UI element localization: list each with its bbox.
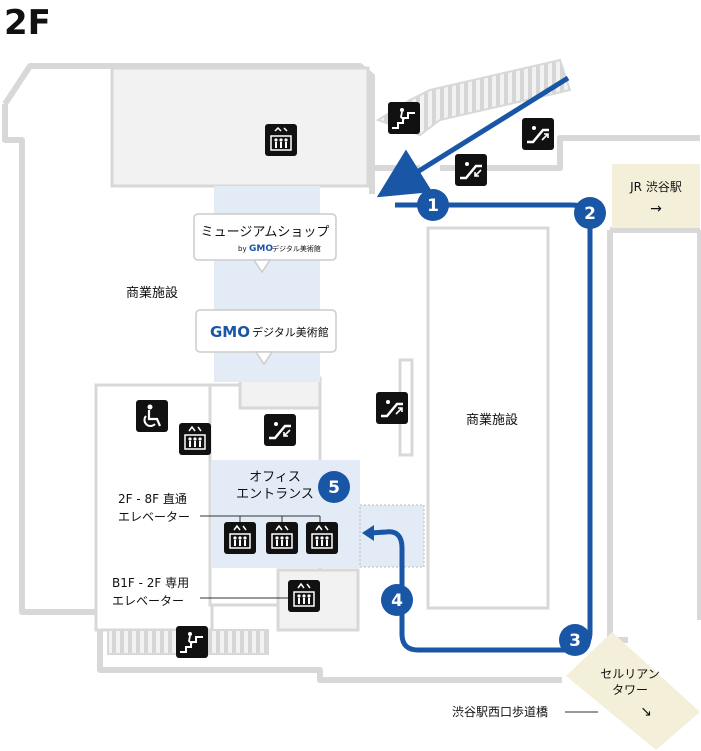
route-end-arrow <box>362 525 374 541</box>
route-step-2-number: 2 <box>584 204 596 224</box>
direct-elevator-label-1: 2F - 8F 直通 <box>118 492 187 506</box>
west-bridge-label: 渋谷駅西口歩道橋 <box>452 704 548 719</box>
elevator-icon <box>179 423 211 455</box>
route-step-4-number: 4 <box>391 591 403 611</box>
commercial-block-right <box>426 226 550 610</box>
route-step-5-number: 5 <box>328 478 340 498</box>
gmo-brand: GMO <box>210 323 250 341</box>
elevator-icon <box>288 580 320 612</box>
elevator-icon <box>224 522 256 554</box>
escalator-up-icon <box>376 392 408 424</box>
stairs-icon <box>176 626 208 658</box>
jr-arrow-icon: → <box>650 201 662 217</box>
b1f-elevator-label-1: B1F - 2F 専用 <box>112 576 189 590</box>
escalator-up-icon <box>522 118 554 150</box>
route-step-5: 5 <box>318 471 350 503</box>
route-step-1-number: 1 <box>427 196 439 216</box>
route-step-3-number: 3 <box>569 631 581 651</box>
gmo-museum-sign: GMO デジタル美術館 <box>195 309 337 366</box>
route-step-2: 2 <box>574 197 606 229</box>
escalator-down-icon <box>455 154 487 186</box>
museum-shop-brand: GMO <box>249 244 273 254</box>
direct-elevator-label-2: エレベーター <box>118 510 190 524</box>
elevator-icon <box>266 522 298 554</box>
b1f-elevator-label-2: エレベーター <box>112 594 184 608</box>
commercial-right-label: 商業施設 <box>466 412 518 428</box>
floor-title: 2F <box>4 3 51 43</box>
museum-shop-label: ミュージアムショップ <box>201 225 330 240</box>
cerulean-destination-box <box>566 632 700 750</box>
route-step-4: 4 <box>381 584 413 616</box>
cerulean-label-2: タワー <box>612 683 648 697</box>
office-entrance-label-2: エントランス <box>236 487 314 502</box>
pedestrian-bridge-ramp <box>375 58 572 137</box>
direct-elevator-leader <box>200 515 321 522</box>
cerulean-label-1: セルリアン <box>600 667 660 681</box>
jr-shibuya-label: JR 渋谷駅 <box>629 180 682 194</box>
office-entrance-label-1: オフィス <box>249 470 301 485</box>
escalator-hall <box>238 376 322 410</box>
museum-shop-sign: ミュージアムショップ by GMO デジタル美術館 <box>193 213 337 274</box>
jr-destination-box <box>612 164 700 228</box>
route-entry-arrow <box>376 75 570 198</box>
route-step-1: 1 <box>417 189 449 221</box>
cerulean-arrow-icon: ↘ <box>640 704 652 720</box>
route-step-3: 3 <box>559 624 591 656</box>
museum-shop-brand-suffix: デジタル美術館 <box>272 244 321 253</box>
wheelchair-icon <box>136 400 168 432</box>
gmo-museum-label: デジタル美術館 <box>252 325 329 339</box>
stairs-icon <box>388 102 420 134</box>
route: 1 2 3 4 5 <box>318 75 606 656</box>
escalator-down-icon <box>264 414 296 446</box>
elevator-icon <box>265 124 297 156</box>
elevator-icon <box>306 522 338 554</box>
museum-shop-by: by <box>238 245 247 253</box>
commercial-left-label: 商業施設 <box>126 285 178 301</box>
